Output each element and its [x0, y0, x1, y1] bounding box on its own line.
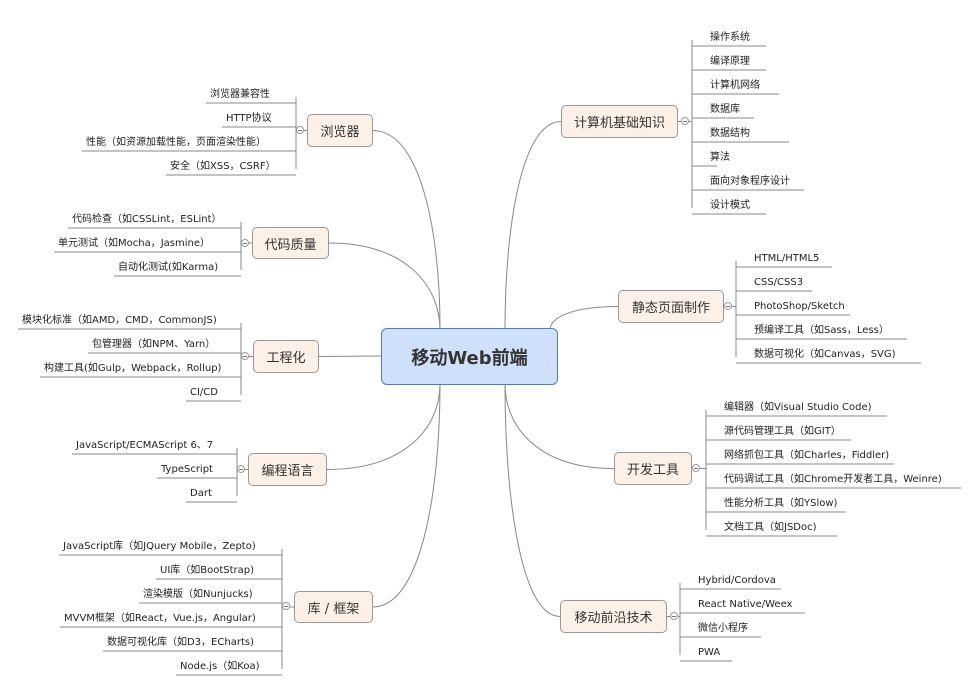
collapse-toggle-icon[interactable] — [692, 464, 700, 472]
leaf-node[interactable]: 面向对象程序设计 — [710, 176, 790, 187]
leaf-node[interactable]: PWA — [698, 647, 721, 658]
branch-node-browser[interactable]: 浏览器 — [307, 114, 373, 147]
branch-node-codequality[interactable]: 代码质量 — [252, 227, 329, 259]
leaf-node[interactable]: 安全（如XSS，CSRF） — [170, 161, 276, 172]
leaf-node[interactable]: 数据库 — [710, 104, 740, 115]
leaf-node[interactable]: MVVM框架（如React，Vue.js，Angular) — [64, 613, 256, 624]
leaf-node[interactable]: 编译原理 — [710, 56, 750, 67]
branch-node-cs[interactable]: 计算机基础知识 — [561, 105, 678, 138]
leaf-node[interactable]: 数据可视化库（如D3，ECharts) — [107, 637, 254, 648]
leaf-node[interactable]: 微信小程序 — [698, 623, 748, 634]
leaf-node[interactable]: 编辑器（如Visual Studio Code) — [724, 402, 872, 413]
collapse-toggle-icon[interactable] — [241, 352, 249, 360]
leaf-node[interactable]: 渲染模版（如Nunjucks) — [143, 589, 253, 600]
connector-root-libs — [372, 383, 441, 608]
connector-root-browser — [372, 130, 441, 329]
leaf-node[interactable]: 操作系统 — [710, 32, 750, 43]
collapse-toggle-icon[interactable] — [241, 239, 249, 247]
leaf-node[interactable]: 构建工具(如Gulp，Webpack，Rollup) — [44, 363, 222, 374]
leaf-node[interactable]: 数据结构 — [710, 128, 750, 139]
root-node[interactable]: 移动Web前端 — [381, 328, 558, 385]
connector-root-static — [549, 306, 619, 331]
leaf-node[interactable]: 单元测试（如Mocha，Jasmine） — [58, 238, 211, 249]
leaf-node[interactable]: 网络抓包工具（如Charles，Fiddler) — [724, 450, 890, 461]
leaf-node[interactable]: Node.js（如Koa) — [180, 661, 260, 672]
leaf-node[interactable]: 设计模式 — [710, 200, 750, 211]
leaf-node[interactable]: 代码检查（如CSSLint，ESLint） — [72, 214, 222, 225]
leaf-node[interactable]: 文档工具（如JSDoc) — [724, 522, 817, 533]
leaf-node[interactable]: 性能分析工具（如YSlow) — [724, 498, 838, 509]
leaf-node[interactable]: CSS/CSS3 — [754, 277, 804, 288]
leaf-node[interactable]: CI/CD — [190, 387, 218, 398]
leaf-node[interactable]: 数据可视化（如Canvas，SVG) — [754, 349, 896, 360]
leaf-node[interactable]: 算法 — [710, 152, 730, 163]
branch-node-libs[interactable]: 库 / 框架 — [294, 591, 373, 623]
collapse-toggle-icon[interactable] — [296, 126, 304, 134]
leaf-node[interactable]: 预编译工具（如Sass，Less） — [754, 325, 889, 336]
leaf-node[interactable]: 性能（如资源加载性能，页面渲染性能） — [86, 137, 266, 148]
branch-node-language[interactable]: 编程语言 — [248, 453, 327, 486]
leaf-node[interactable]: HTTP协议 — [226, 113, 272, 124]
collapse-toggle-icon[interactable] — [670, 612, 678, 620]
collapse-toggle-icon[interactable] — [237, 465, 245, 473]
connector-root-codequality — [328, 242, 441, 331]
leaf-node[interactable]: 包管理器（如NPM、Yarn） — [92, 339, 216, 350]
leaf-node[interactable]: 源代码管理工具（如GIT） — [724, 426, 841, 437]
leaf-node[interactable]: TypeScript — [161, 464, 213, 475]
connector-root-language — [326, 383, 441, 470]
leaf-node[interactable]: 自动化测试(如Karma) — [118, 262, 219, 273]
leaf-node[interactable]: HTML/HTML5 — [754, 253, 820, 264]
branch-node-engineering[interactable]: 工程化 — [253, 340, 319, 373]
branch-node-devtools[interactable]: 开发工具 — [614, 452, 692, 485]
leaf-node[interactable]: JavaScript/ECMAScript 6、7 — [76, 440, 214, 451]
leaf-node[interactable]: Dart — [190, 488, 212, 499]
connector-root-engineering — [318, 355, 382, 357]
leaf-node[interactable]: UI库（如BootStrap) — [160, 565, 255, 576]
collapse-toggle-icon[interactable] — [282, 602, 290, 610]
collapse-toggle-icon[interactable] — [724, 302, 732, 310]
connector-root-frontier — [504, 383, 561, 617]
leaf-node[interactable]: React Native/Weex — [698, 599, 793, 610]
branch-node-frontier[interactable]: 移动前沿技术 — [560, 600, 667, 633]
leaf-node[interactable]: 模块化标准（如AMD，CMD，CommonJS) — [22, 315, 217, 326]
leaf-node[interactable]: 浏览器兼容性 — [210, 89, 270, 100]
connector-root-cs — [504, 121, 562, 331]
collapse-toggle-icon[interactable] — [681, 117, 689, 125]
connector-root-devtools — [504, 383, 615, 469]
leaf-node[interactable]: 计算机网络 — [710, 80, 760, 91]
leaf-node[interactable]: Hybrid/Cordova — [698, 575, 776, 586]
leaf-node[interactable]: 代码调试工具（如Chrome开发者工具，Weinre) — [724, 474, 942, 485]
leaf-node[interactable]: JavaScript库（如JQuery Mobile，Zepto) — [63, 541, 256, 552]
leaf-node[interactable]: PhotoShop/Sketch — [754, 301, 845, 312]
branch-node-static[interactable]: 静态页面制作 — [618, 290, 724, 323]
